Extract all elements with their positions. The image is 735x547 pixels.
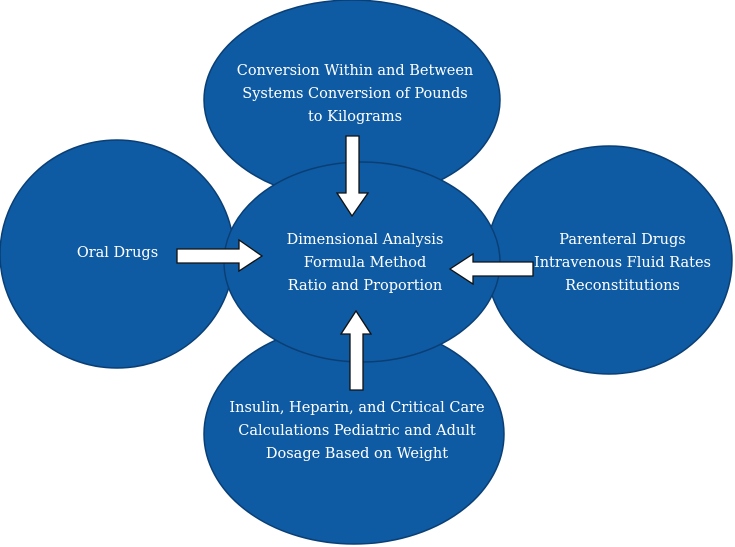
bottom-label-line-1: Insulin, Heparin, and Critical Care (229, 399, 485, 416)
top-label-line-2: Systems Conversion of Pounds (242, 85, 468, 102)
arrow-left-to-center (176, 238, 264, 273)
bottom-label-line-2: Calculations Pediatric and Adult (238, 422, 476, 439)
bottom-label: Insulin, Heparin, and Critical Care Calc… (207, 396, 507, 466)
center-label: Dimensional Analysis Formula Method Rati… (250, 228, 480, 298)
right-label-line-2: Intravenous Fluid Rates (533, 254, 711, 271)
top-label-line-3: to Kilograms (307, 108, 403, 125)
center-label-line-2: Formula Method (303, 254, 427, 271)
bottom-label-line-3: Dosage Based on Weight (265, 445, 449, 462)
left-label: Oral Drugs (60, 241, 175, 265)
top-label: Conversion Within and Between Systems Co… (205, 59, 505, 129)
top-label-line-1: Conversion Within and Between (236, 62, 474, 79)
arrow-bottom-to-center (339, 309, 373, 391)
arrow-top-to-center (335, 135, 370, 218)
center-label-line-3: Ratio and Proportion (287, 277, 443, 294)
left-label-line-1: Oral Drugs (76, 244, 159, 261)
right-label: Parenteral Drugs Intravenous Fluid Rates… (525, 228, 720, 298)
arrow-right-to-center (448, 252, 534, 286)
center-label-line-1: Dimensional Analysis (286, 231, 444, 248)
right-label-line-1: Parenteral Drugs (559, 231, 686, 248)
right-label-line-3: Reconstitutions (565, 277, 680, 294)
